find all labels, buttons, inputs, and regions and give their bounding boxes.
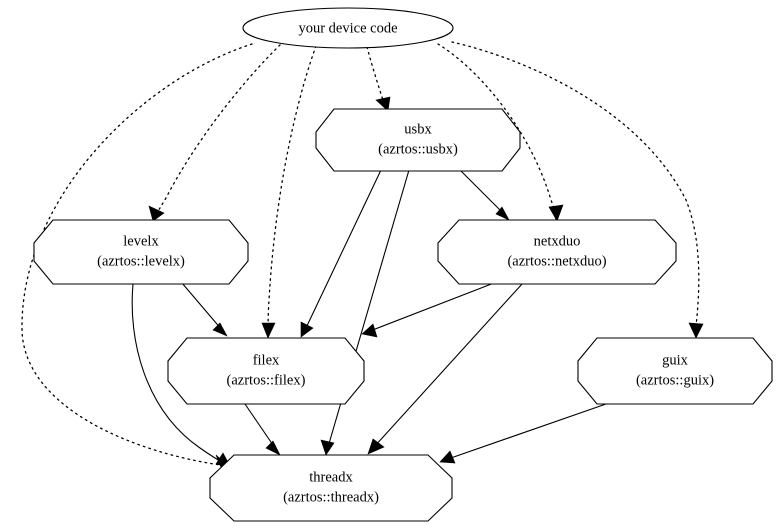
edge-device-to-guix bbox=[451, 41, 704, 339]
node-guix[interactable]: guix (azrtos::guix) bbox=[577, 337, 773, 405]
node-layer: your device code usbx (azrtos::usbx) lev… bbox=[33, 7, 773, 522]
node-your-device-code[interactable]: your device code bbox=[242, 7, 454, 49]
node-usbx[interactable]: usbx (azrtos::usbx) bbox=[315, 108, 521, 172]
node-label-levelx-line2: (azrtos::levelx) bbox=[97, 253, 185, 269]
node-shape-octagon bbox=[437, 219, 677, 285]
edge-filex-to-threadx bbox=[244, 403, 281, 456]
node-label-threadx-line2: (azrtos::threadx) bbox=[283, 489, 379, 505]
node-shape-octagon bbox=[577, 337, 773, 405]
edge-device-to-filex bbox=[261, 45, 317, 339]
edge-usbx-to-filex bbox=[300, 169, 382, 338]
edge-usbx-to-threadx bbox=[320, 169, 410, 456]
node-label-device-line1: your device code bbox=[298, 20, 397, 36]
node-shape-ellipse bbox=[242, 7, 454, 49]
node-label-usbx-line1: usbx bbox=[404, 121, 432, 137]
edge-usbx-to-netxduo bbox=[459, 169, 510, 221]
node-label-filex-line1: filex bbox=[253, 352, 280, 368]
edge-device-to-usbx bbox=[366, 46, 391, 112]
node-shape-octagon bbox=[33, 219, 249, 285]
node-label-netxduo-line2: (azrtos::netxduo) bbox=[507, 253, 606, 269]
node-levelx[interactable]: levelx (azrtos::levelx) bbox=[33, 219, 249, 285]
edge-device-to-levelx bbox=[148, 44, 281, 222]
node-label-threadx-line1: threadx bbox=[309, 469, 353, 485]
node-label-netxduo-line1: netxduo bbox=[534, 233, 581, 249]
edge-layer bbox=[21, 41, 704, 473]
node-label-guix-line2: (azrtos::guix) bbox=[636, 372, 714, 388]
edge-netxduo-to-threadx bbox=[367, 283, 523, 455]
node-label-levelx-line1: levelx bbox=[123, 233, 159, 249]
edge-netxduo-to-filex bbox=[361, 282, 495, 338]
edge-guix-to-threadx bbox=[439, 403, 607, 464]
edge-device-to-netxduo bbox=[437, 43, 564, 222]
node-threadx[interactable]: threadx (azrtos::threadx) bbox=[209, 454, 453, 522]
edge-levelx-to-filex bbox=[181, 282, 228, 337]
node-label-guix-line1: guix bbox=[662, 352, 689, 368]
node-netxduo[interactable]: netxduo (azrtos::netxduo) bbox=[437, 219, 677, 285]
node-filex[interactable]: filex (azrtos::filex) bbox=[167, 337, 365, 405]
node-shape-octagon bbox=[209, 454, 453, 522]
node-label-usbx-line2: (azrtos::usbx) bbox=[378, 141, 458, 157]
node-label-filex-line2: (azrtos::filex) bbox=[227, 372, 306, 388]
node-shape-octagon bbox=[315, 108, 521, 172]
node-shape-octagon bbox=[167, 337, 365, 405]
